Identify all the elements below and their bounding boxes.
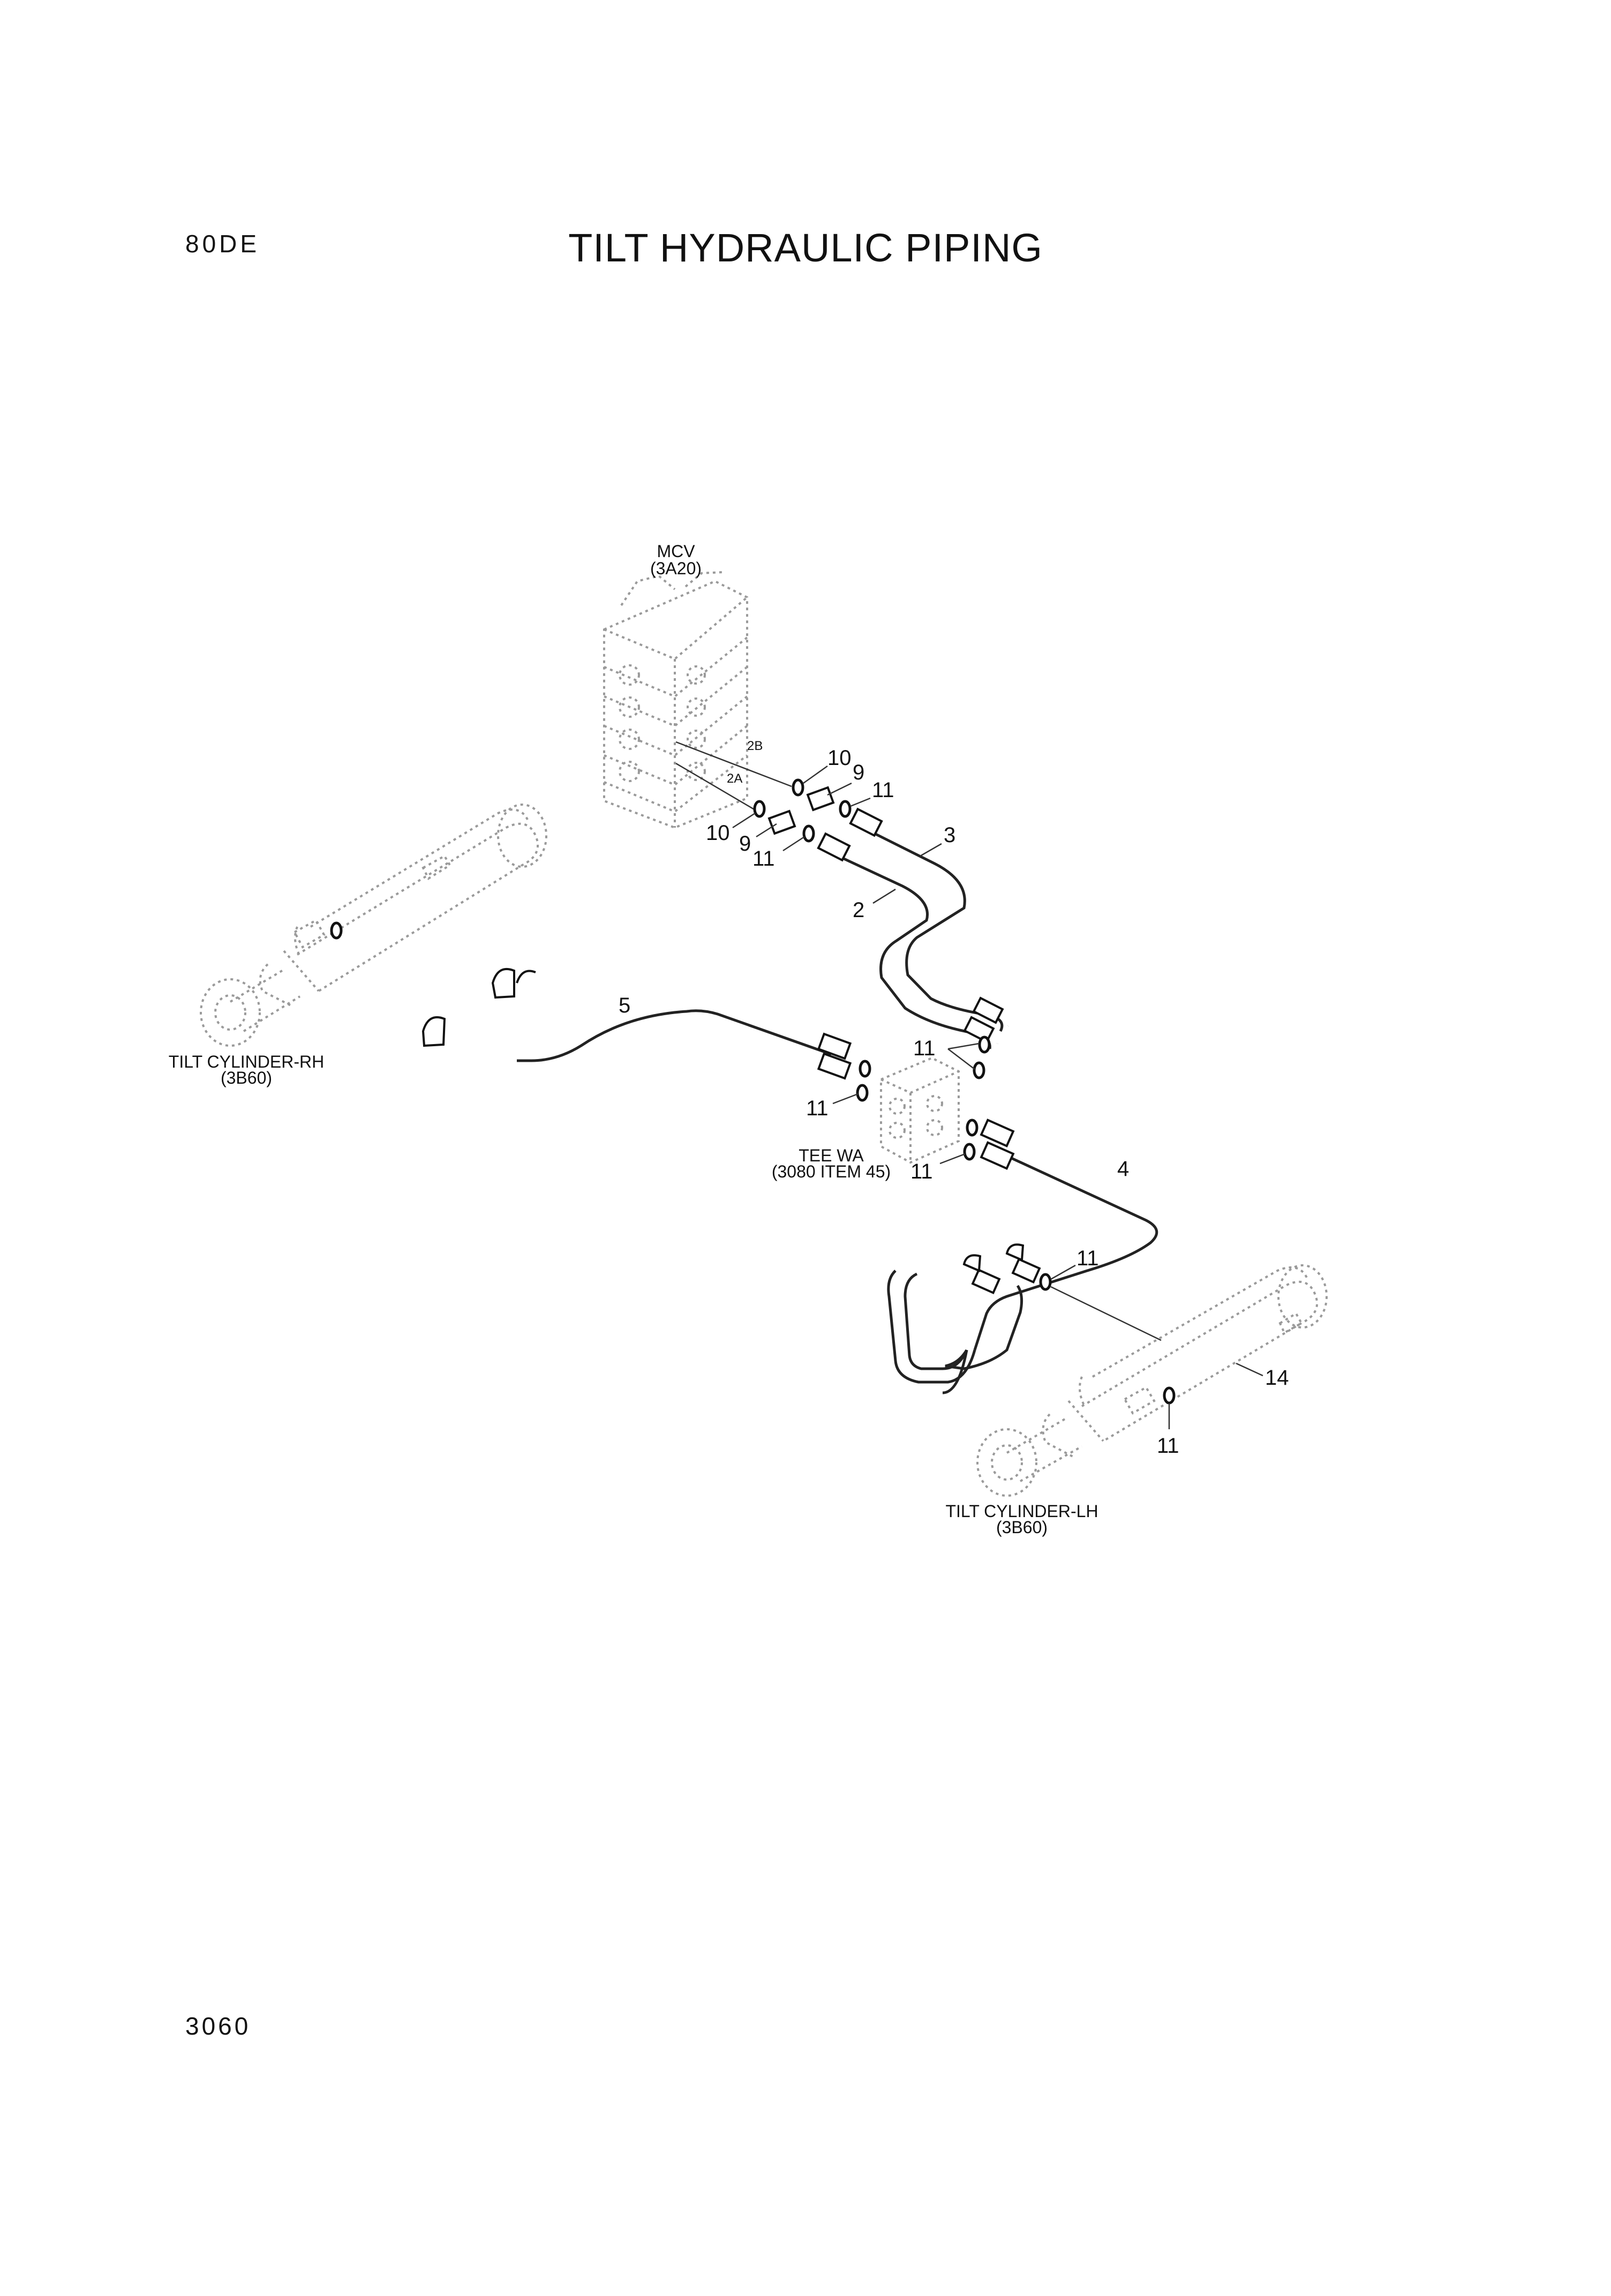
o-ring-tee-1	[978, 1036, 991, 1054]
hose-3	[849, 807, 1014, 1032]
o-ring-10-lower	[753, 800, 766, 818]
callout-11-tee-bottom: 11	[910, 1160, 933, 1183]
callout-11-lh-cylinder: 11	[1157, 1434, 1179, 1458]
tilt-cylinder-rh-label: TILT CYLINDER-RH	[169, 1052, 324, 1071]
tee-block	[880, 1056, 960, 1164]
hose-4	[887, 1119, 1168, 1394]
mcv-ref: (3A20)	[650, 559, 702, 578]
o-ring-tee-3	[859, 1060, 871, 1078]
callout-10-lower: 10	[706, 821, 730, 845]
adapter-9-upper	[806, 786, 835, 812]
o-ring-lh-cylinder	[1163, 1386, 1176, 1405]
o-ring-tee-5	[966, 1119, 978, 1137]
callout-11-upper: 11	[872, 778, 894, 802]
callout-2: 2	[853, 898, 864, 922]
o-ring-11-upper	[839, 800, 852, 818]
model-code: 80DE	[185, 230, 260, 258]
tee-ref: (3080 ITEM 45)	[772, 1162, 891, 1181]
port-2a-leader	[675, 762, 756, 811]
tee-label: TEE WA	[799, 1146, 864, 1165]
tilt-cylinder-lh-label: TILT CYLINDER-LH	[945, 1502, 1098, 1521]
adapter-9-lower	[767, 809, 796, 835]
o-ring-11-lower	[802, 824, 815, 843]
hose-2	[817, 832, 1002, 1049]
mcv-label: MCV	[657, 542, 695, 561]
callout-10-upper: 10	[827, 746, 852, 770]
callout-11-lower: 11	[752, 847, 775, 871]
callout-11-tee-top: 11	[913, 1037, 936, 1060]
o-ring-tee-2	[973, 1061, 985, 1079]
tilt-cylinder-rh-ref: (3B60)	[221, 1068, 272, 1087]
page-number: 3060	[185, 2012, 251, 2040]
page-title: TILT HYDRAULIC PIPING	[568, 226, 1043, 270]
callout-5: 5	[619, 994, 630, 1017]
mcv-valve-block	[603, 571, 748, 829]
callout-9-upper: 9	[853, 761, 864, 784]
callout-4: 4	[1117, 1157, 1129, 1181]
port-2b-leader	[675, 741, 792, 787]
port-2b-label: 2B	[747, 739, 763, 753]
hose-5	[421, 967, 852, 1120]
o-ring-tee-4	[856, 1084, 869, 1102]
callout-14: 14	[1265, 1366, 1289, 1390]
o-ring-11-lh-hose	[1039, 1273, 1052, 1291]
tilt-cylinder-lh-ref: (3B60)	[996, 1518, 1048, 1537]
callout-9-lower: 9	[739, 832, 751, 856]
tilt-cylinder-rh	[200, 804, 547, 1047]
tilt-cylinder-lh	[976, 1264, 1328, 1497]
callout-3: 3	[944, 823, 955, 847]
callout-11-tee-left: 11	[806, 1097, 829, 1120]
o-ring-tee-6	[963, 1143, 976, 1161]
o-ring-rh-cylinder	[330, 921, 343, 940]
port-2a-label: 2A	[727, 771, 742, 786]
callout-11-lh-hose: 11	[1076, 1247, 1099, 1270]
o-ring-10-upper	[792, 778, 804, 797]
